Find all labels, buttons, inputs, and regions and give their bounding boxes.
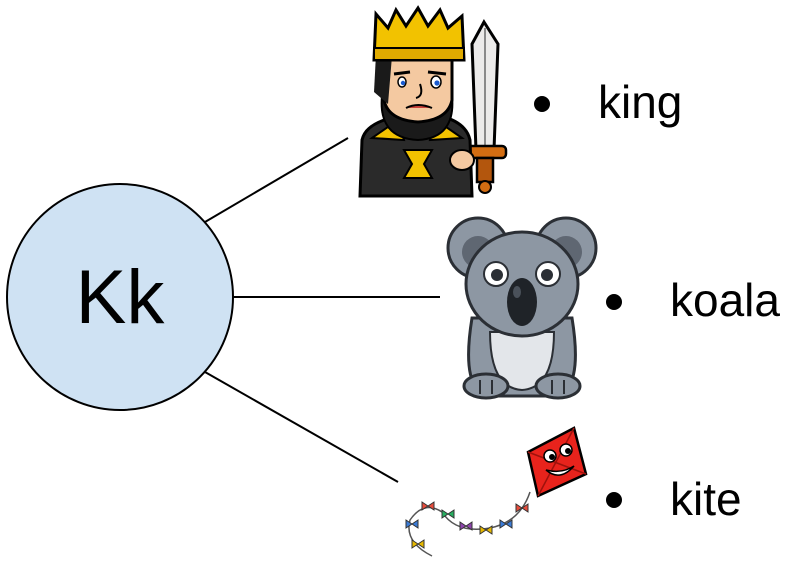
word-label-king: king: [598, 76, 682, 128]
word-label-kite: kite: [670, 473, 742, 525]
koala-icon: [446, 216, 598, 400]
connector-line-kite: [204, 371, 399, 483]
center-letter-label: Kk: [76, 255, 166, 340]
center-circle: [6, 183, 234, 411]
connector-line-king: [204, 137, 349, 223]
bullet-koala: [606, 294, 622, 310]
bullet-kite: [606, 492, 622, 508]
center-node: Kk: [6, 183, 234, 411]
word-label-koala: koala: [670, 274, 780, 326]
king-icon: [358, 5, 508, 198]
kite-icon: [405, 426, 588, 557]
bullet-king: [534, 96, 550, 112]
